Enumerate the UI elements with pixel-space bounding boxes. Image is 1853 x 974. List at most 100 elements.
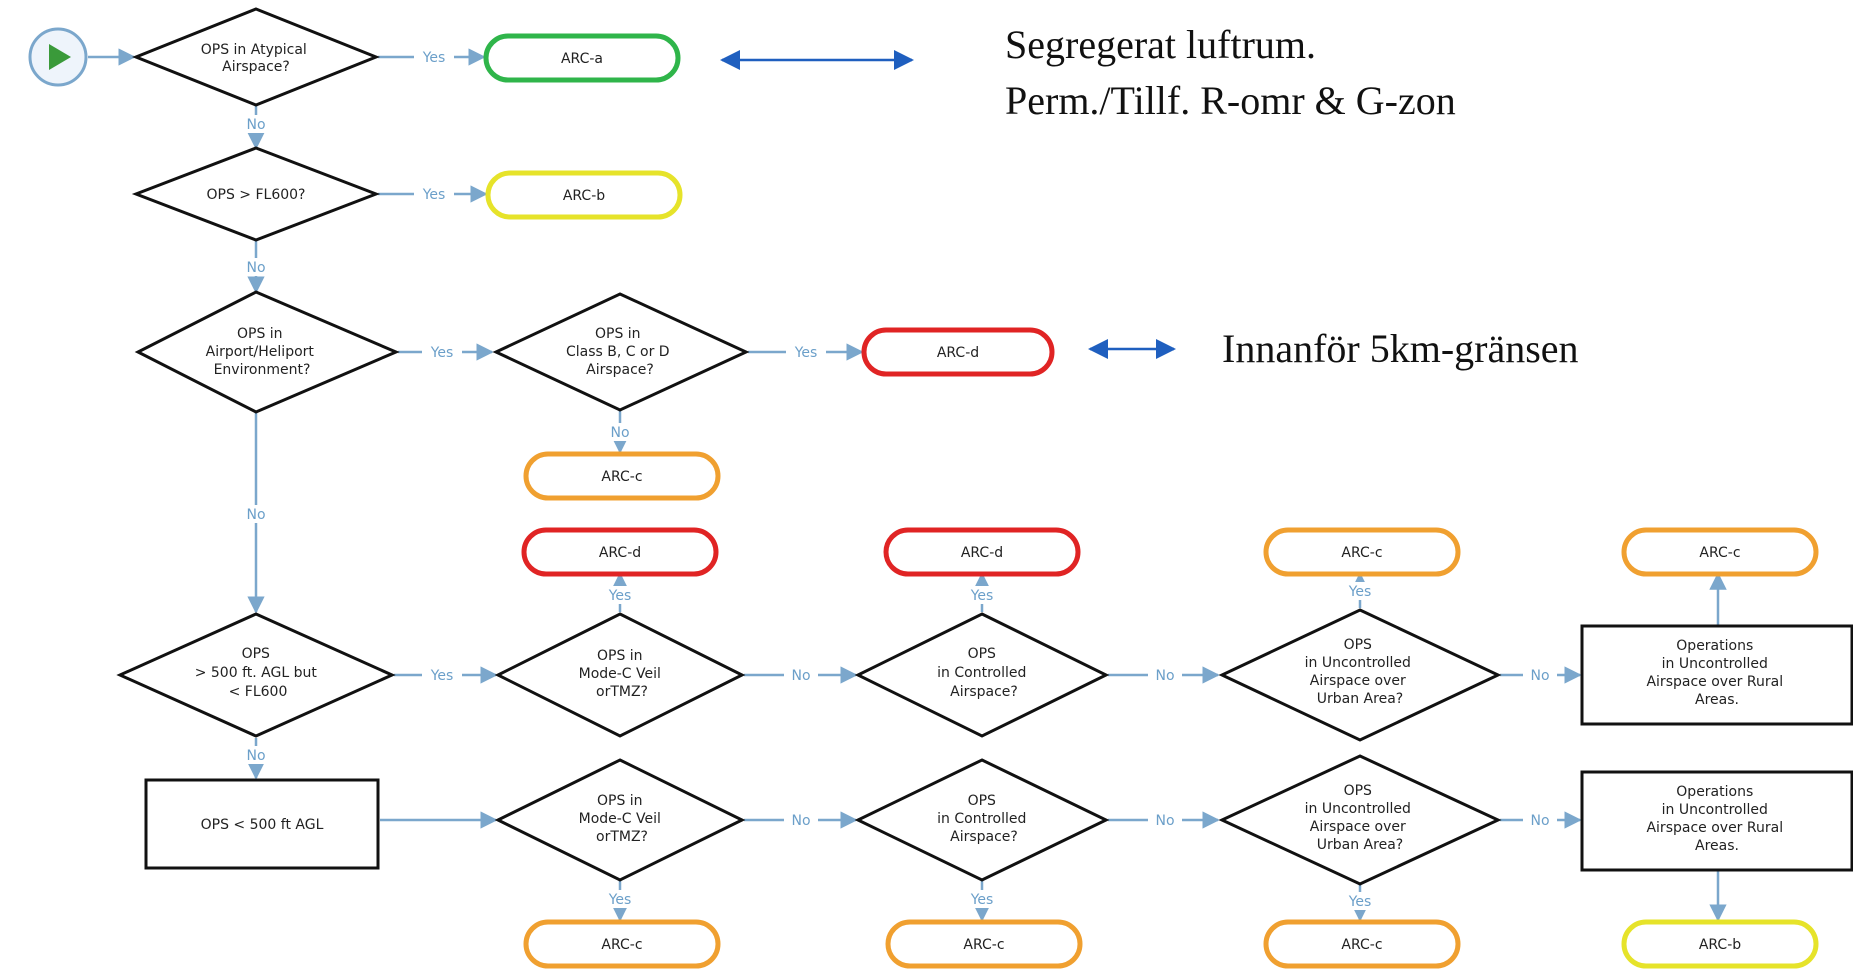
yes-label: Yes (1348, 584, 1372, 600)
svg-text:OPS in Mode-C Veil: OPS in Mode-C Veil orTMZ? (579, 793, 666, 845)
decision-text: OPS in (237, 326, 283, 342)
outcome-label: ARC-d (961, 545, 1003, 561)
decision-text: Urban Area? (1317, 837, 1403, 853)
decision-class-bcd: OPS in Class B, C or D Airspace? (492, 292, 750, 412)
outcome-label: ARC-b (563, 188, 605, 204)
decision-text: OPS in (597, 793, 643, 809)
decision-text: > 500 ft. AGL but (195, 665, 318, 681)
svg-text:OPS in Uncontrolled: OPS in Uncontrolled Airspace over Urban … (1305, 637, 1416, 707)
svg-text:OPS in Uncontrolled: OPS in Uncontrolled Airspace over Urban … (1305, 783, 1416, 853)
decision-modec-veil-1: OPS in Mode-C Veil orTMZ? (494, 612, 746, 738)
no-label: No (1155, 668, 1174, 684)
decision-controlled-1: OPS in Controlled Airspace? (854, 612, 1110, 738)
decision-text: Urban Area? (1317, 691, 1403, 707)
decision-fl600: OPS > FL600? (131, 146, 381, 242)
decision-text: OPS (242, 646, 270, 662)
decision-text: OPS in (597, 648, 643, 664)
outcome-arc-c-urban-low: ARC-c (1263, 919, 1461, 969)
box-text: in Uncontrolled (1662, 656, 1768, 672)
outcome-arc-a: ARC-a (483, 33, 681, 83)
decision-text: orTMZ? (596, 684, 648, 700)
box-text: Airspace over Rural (1646, 674, 1783, 690)
svg-text:OPS in Controlled: OPS in Controlled Airspace? (937, 646, 1031, 700)
svg-text:OPS in Mode-C Veil: OPS in Mode-C Veil orTMZ? (579, 648, 666, 700)
start-node[interactable] (28, 27, 88, 87)
box-below-500ft: OPS < 500 ft AGL (144, 778, 380, 870)
outcome-label: ARC-c (601, 937, 642, 953)
svg-text:OPS in Airport/Heliport: OPS in Airport/Heliport Environment? (206, 326, 319, 378)
annotation-text: Innanför 5km-gränsen (1222, 326, 1579, 371)
no-label: No (1530, 813, 1549, 829)
outcome-label: ARC-c (601, 469, 642, 485)
yes-label: Yes (430, 345, 454, 361)
decision-text: OPS (968, 793, 996, 809)
decision-text: in Controlled (937, 665, 1026, 681)
decision-text: in Controlled (937, 811, 1026, 827)
outcome-label: ARC-c (963, 937, 1004, 953)
decision-urban-2: OPS in Uncontrolled Airspace over Urban … (1218, 754, 1502, 886)
outcome-label: ARC-d (937, 345, 979, 361)
svg-text:OPS > 500 ft. AGL but: OPS > 500 ft. AGL but < FL600 (195, 646, 322, 700)
decision-urban-1: OPS in Uncontrolled Airspace over Urban … (1218, 608, 1502, 742)
svg-text:OPS in Controlled: OPS in Controlled Airspace? (937, 793, 1031, 845)
box-rural-2: Operations in Uncontrolled Airspace over… (1580, 770, 1853, 872)
no-label: No (1530, 668, 1549, 684)
box-text: in Uncontrolled (1662, 802, 1768, 818)
yes-label: Yes (422, 187, 446, 203)
decision-above-500ft: OPS > 500 ft. AGL but < FL600 (116, 612, 396, 738)
no-label: No (791, 813, 810, 829)
decision-text: OPS in Atypical (201, 42, 307, 58)
yes-label: Yes (1348, 894, 1372, 910)
yes-label: Yes (422, 50, 446, 66)
svg-text:OPS > FL600?: OPS > FL600? (207, 187, 306, 203)
decision-text: Airspace over (1310, 819, 1406, 835)
no-label: No (610, 425, 629, 441)
outcome-arc-c-urban: ARC-c (1263, 527, 1461, 577)
box-text: Airspace over Rural (1646, 820, 1783, 836)
decision-text: OPS > FL600? (207, 187, 306, 203)
box-text: Areas. (1695, 838, 1739, 854)
box-text: Operations (1676, 784, 1753, 800)
outcome-label: ARC-c (1699, 545, 1740, 561)
outcome-arc-c-modec-low: ARC-c (523, 919, 721, 969)
outcome-arc-c-controlled-low: ARC-c (885, 919, 1083, 969)
decision-text: Airspace? (950, 829, 1018, 845)
outcome-arc-c-rural: ARC-c (1621, 527, 1819, 577)
yes-label: Yes (608, 588, 632, 604)
box-text: Areas. (1695, 692, 1739, 708)
outcome-arc-c-airport: ARC-c (523, 451, 721, 501)
decision-text: Airspace over (1310, 673, 1406, 689)
decision-text: OPS (1344, 783, 1372, 799)
decision-text: in Uncontrolled (1305, 655, 1411, 671)
decision-text: Airspace? (950, 684, 1018, 700)
svg-text:Operations in Uncontroll: Operations in Uncontrolled Airspace over… (1646, 784, 1787, 854)
decision-text: Airport/Heliport (206, 344, 315, 360)
decision-text: Mode-C Veil (579, 666, 661, 682)
decision-atypical: OPS in Atypical Airspace? (131, 7, 381, 107)
yes-label: Yes (970, 588, 994, 604)
yes-label: Yes (430, 668, 454, 684)
no-label: No (246, 748, 265, 764)
decision-text: Airspace? (222, 59, 290, 75)
outcome-arc-b-rural-low: ARC-b (1621, 919, 1819, 969)
outcome-label: ARC-c (1341, 545, 1382, 561)
outcome-label: ARC-d (599, 545, 641, 561)
decision-text: OPS (968, 646, 996, 662)
no-label: No (246, 117, 265, 133)
decision-airport: OPS in Airport/Heliport Environment? (134, 290, 400, 414)
decision-text: in Uncontrolled (1305, 801, 1411, 817)
decision-modec-veil-2: OPS in Mode-C Veil orTMZ? (494, 758, 746, 882)
edge-labels: Yes No Yes No Yes Yes No No Yes Yes No Y… (241, 47, 1557, 910)
decision-text: Mode-C Veil (579, 811, 661, 827)
play-icon (49, 44, 71, 70)
svg-text:OPS in Class B, C or D: OPS in Class B, C or D Airspace? (566, 326, 674, 378)
no-label: No (1155, 813, 1174, 829)
annotation-segregated-airspace: Segregerat luftrum. Perm./Tillf. R-omr &… (720, 22, 1456, 123)
svg-text:Operations in Uncontroll: Operations in Uncontrolled Airspace over… (1646, 638, 1787, 708)
outcome-arc-d-modec: ARC-d (521, 527, 719, 577)
outcome-arc-d-controlled: ARC-d (883, 527, 1081, 577)
decision-text: orTMZ? (596, 829, 648, 845)
svg-text:OPS in Atypical Airspace: OPS in Atypical Airspace? (201, 42, 312, 75)
outcome-arc-d-airport: ARC-d (861, 327, 1055, 377)
